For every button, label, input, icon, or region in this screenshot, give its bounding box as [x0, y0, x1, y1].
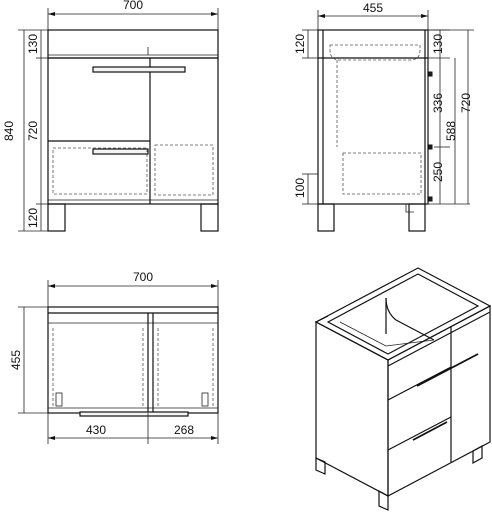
side-depth-label: 455 [363, 1, 383, 15]
side-leg-left-label: 100 [293, 178, 307, 198]
isometric-view [314, 267, 492, 511]
side-inner-lower-label: 250 [431, 162, 445, 182]
top-width-label: 700 [133, 270, 153, 284]
front-height-legs-label: 120 [26, 208, 40, 228]
top-right-part-label: 268 [174, 423, 194, 437]
top-depth-label: 455 [9, 350, 23, 370]
front-width-label: 700 [123, 0, 143, 12]
side-top-left-label: 120 [293, 34, 307, 54]
side-inner-upper-label: 336 [431, 93, 445, 113]
front-height-top-label: 130 [26, 34, 40, 54]
front-view: 700 840 720 130 120 [2, 0, 219, 232]
top-view: 700 455 430 268 [9, 270, 219, 444]
front-height-total-label: 840 [2, 121, 16, 141]
side-view: 455 120 100 130 336 [293, 1, 474, 232]
top-left-part-label: 430 [86, 423, 106, 437]
side-height-body-label: 720 [459, 93, 473, 113]
side-top-right-label: 130 [431, 34, 445, 54]
front-height-body-label: 720 [26, 121, 40, 141]
side-inner-total-label: 588 [444, 121, 458, 141]
